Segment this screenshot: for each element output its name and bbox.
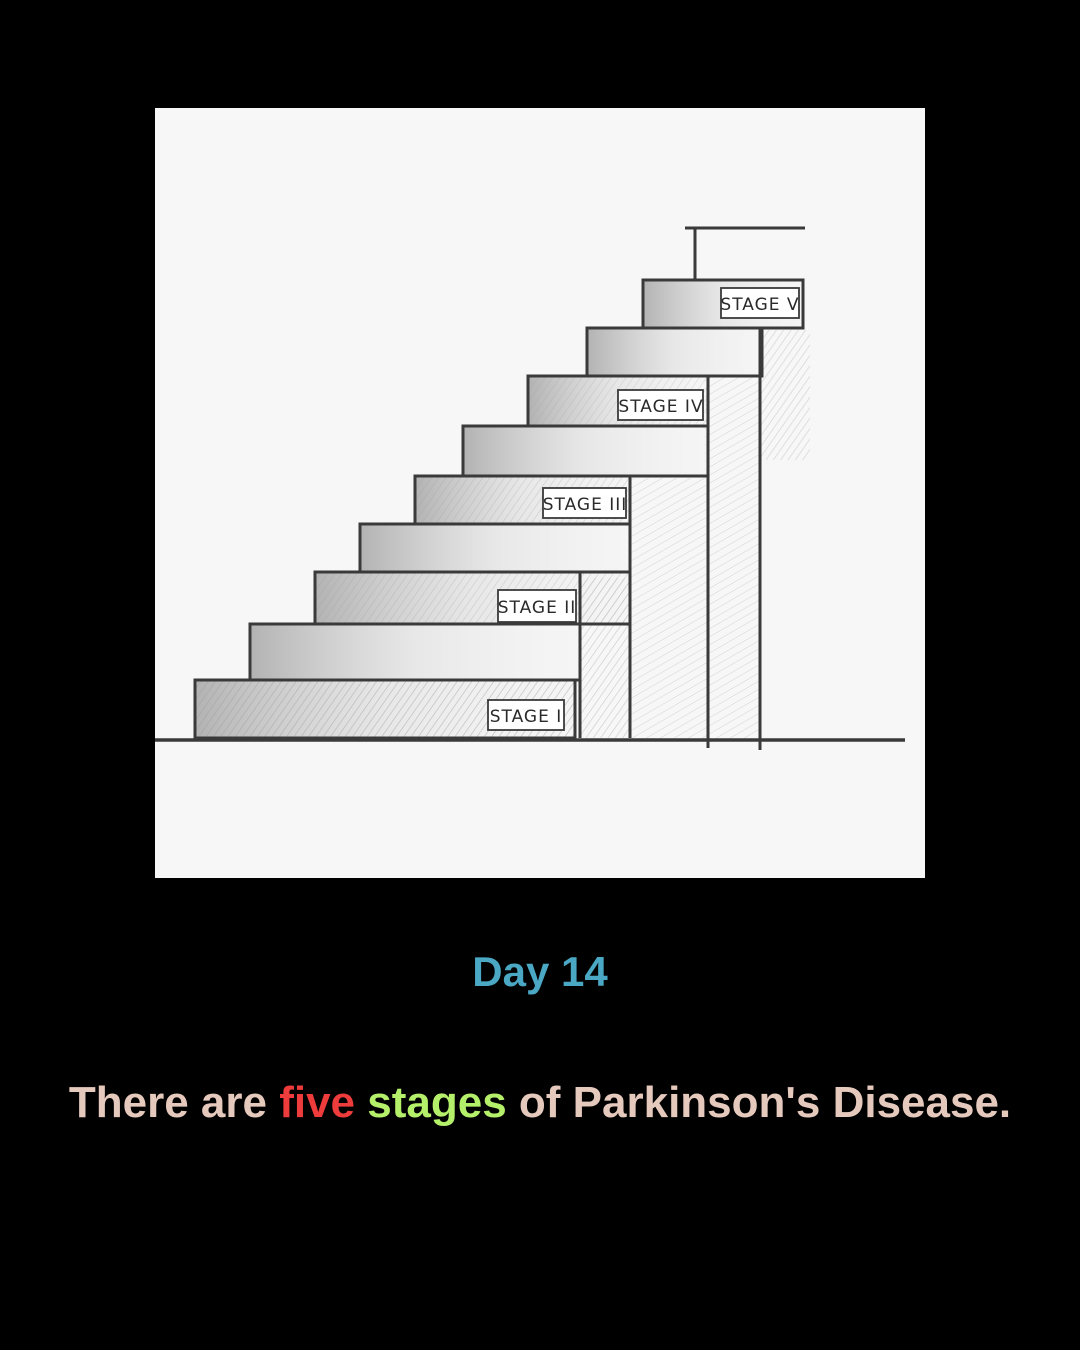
- staircase-sketch-svg: STAGE I STAGE II STAGE III STAGE IV STAG…: [155, 108, 925, 878]
- caption-highlight-stages: stages: [367, 1078, 507, 1127]
- stage-5-label: STAGE V: [720, 295, 799, 315]
- staircase-sketch-illustration: STAGE I STAGE II STAGE III STAGE IV STAG…: [155, 108, 925, 878]
- pillar-edges: [573, 328, 762, 750]
- stage-2-label: STAGE II: [498, 598, 577, 618]
- stage-label-plates: [487, 287, 800, 731]
- stage-4-label: STAGE IV: [618, 397, 703, 417]
- caption-highlight-five: five: [279, 1078, 356, 1127]
- caption-text-end: of Parkinson's Disease.: [506, 1078, 1012, 1127]
- stage-1-label: STAGE I: [490, 707, 563, 727]
- pillar-shading: [580, 330, 810, 738]
- caption: There are five stages of Parkinson's Dis…: [0, 1078, 1080, 1128]
- caption-space: [355, 1078, 367, 1127]
- day-title: Day 14: [472, 948, 608, 995]
- caption-text-start: There are: [68, 1078, 280, 1127]
- stage-3-label: STAGE III: [543, 495, 628, 515]
